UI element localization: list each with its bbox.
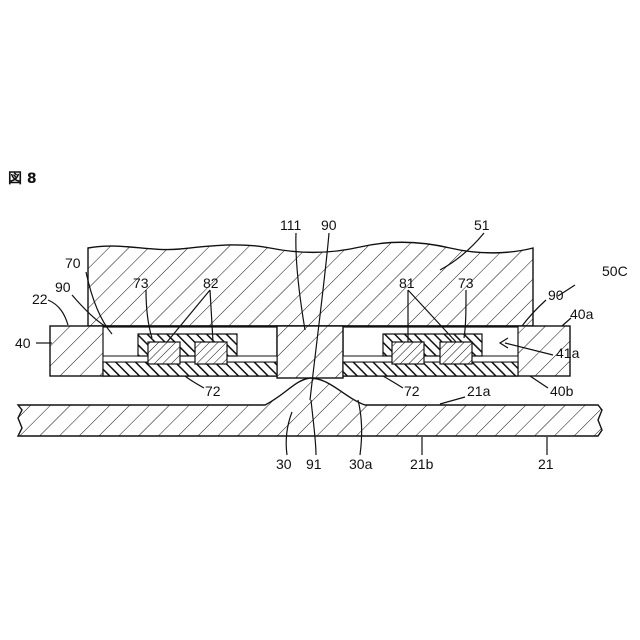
label-30a: 30a [349,456,373,472]
layer-70-right [343,356,518,362]
label-70: 70 [65,255,81,271]
label-73-right: 73 [458,275,474,291]
label-30: 30 [276,456,292,472]
label-21a: 21a [467,383,491,399]
layer-72-right [343,362,518,376]
label-40b: 40b [550,383,574,399]
label-21: 21 [538,456,554,472]
label-82: 82 [203,275,219,291]
label-72-left: 72 [205,383,221,399]
substrate-21 [18,378,602,436]
label-22: 22 [32,291,48,307]
label-90-left: 90 [55,279,71,295]
label-90-right: 90 [548,287,564,303]
chip-81-a [392,342,424,364]
figure-title: 図 8 [8,171,37,187]
label-40a: 40a [570,306,594,322]
post-111 [277,326,343,378]
label-50c: 50C [602,263,628,279]
label-73-left: 73 [133,275,149,291]
label-111: 111 [280,217,301,233]
label-40: 40 [15,335,31,351]
label-81: 81 [399,275,415,291]
label-51: 51 [474,217,490,233]
chip-82-a [148,342,180,364]
chip-81-b [440,342,472,364]
label-21b: 21b [410,456,434,472]
label-41a: 41a [556,345,580,361]
label-90-top: 90 [321,217,337,233]
label-72-right: 72 [404,383,420,399]
chip-82-b [195,342,227,364]
layer-72-left [103,362,277,376]
label-91: 91 [306,456,322,472]
layer-70-left [103,356,277,362]
